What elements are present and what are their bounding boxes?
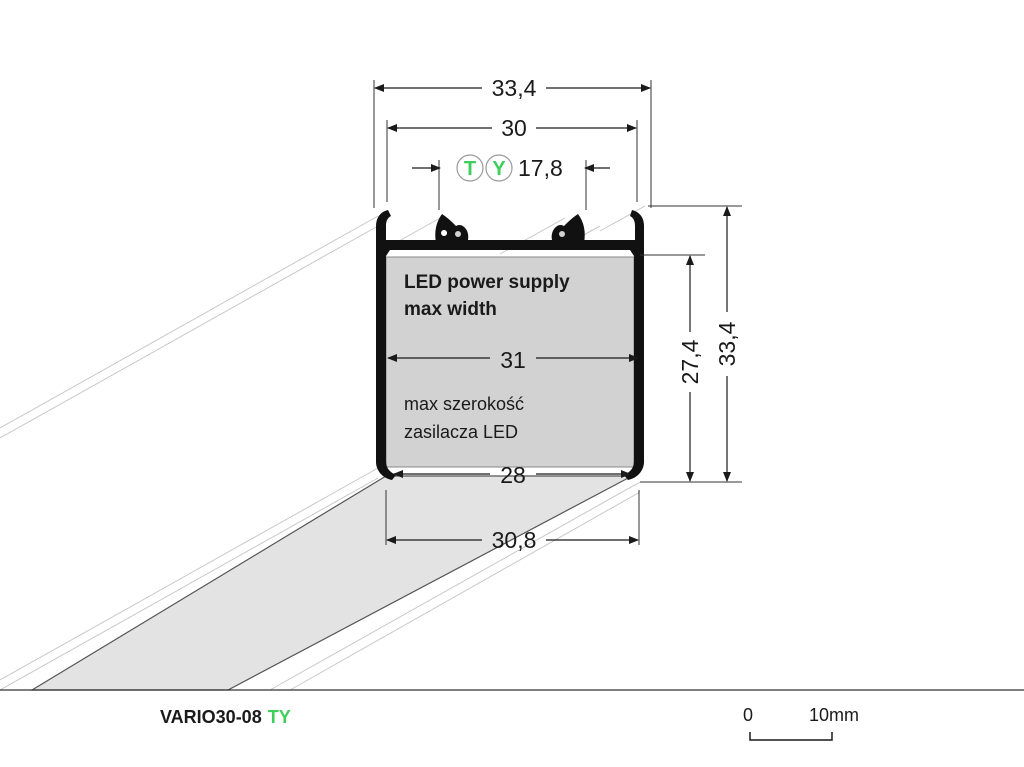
dim-inner-height: 27,4 <box>677 339 703 384</box>
note-pl-line2: zasilacza LED <box>404 422 518 442</box>
dim-outer-width: 33,4 <box>492 75 537 101</box>
dim-ty-width: 17,8 <box>518 155 563 181</box>
dim-inner-width: 30 <box>501 115 527 141</box>
note-en-line1: LED power supply <box>404 272 570 293</box>
psu-area <box>385 256 635 468</box>
note-en-line2: max width <box>404 299 497 320</box>
ty-clip-right <box>546 214 585 243</box>
aluminium-profile <box>376 210 644 480</box>
ty-clip-left <box>435 214 474 243</box>
scale-zero: 0 <box>743 705 753 725</box>
dim-bottom-width: 30,8 <box>492 527 537 553</box>
floor-strip <box>29 475 633 691</box>
scale-bar <box>749 732 833 741</box>
badge-t <box>456 154 484 182</box>
badge-y <box>485 154 513 182</box>
note-pl-line1: max szerokość <box>404 394 524 414</box>
badge-y-label: Y <box>492 158 506 180</box>
extension-lines <box>373 80 742 545</box>
dim-outer-height: 33,4 <box>714 321 740 366</box>
scale-ten: 10mm <box>809 705 859 725</box>
badge-t-label: T <box>464 158 476 180</box>
dim-psu-width: 31 <box>500 347 526 373</box>
profile-top-flange <box>376 240 644 250</box>
dim-bottom-opening: 28 <box>500 462 526 488</box>
